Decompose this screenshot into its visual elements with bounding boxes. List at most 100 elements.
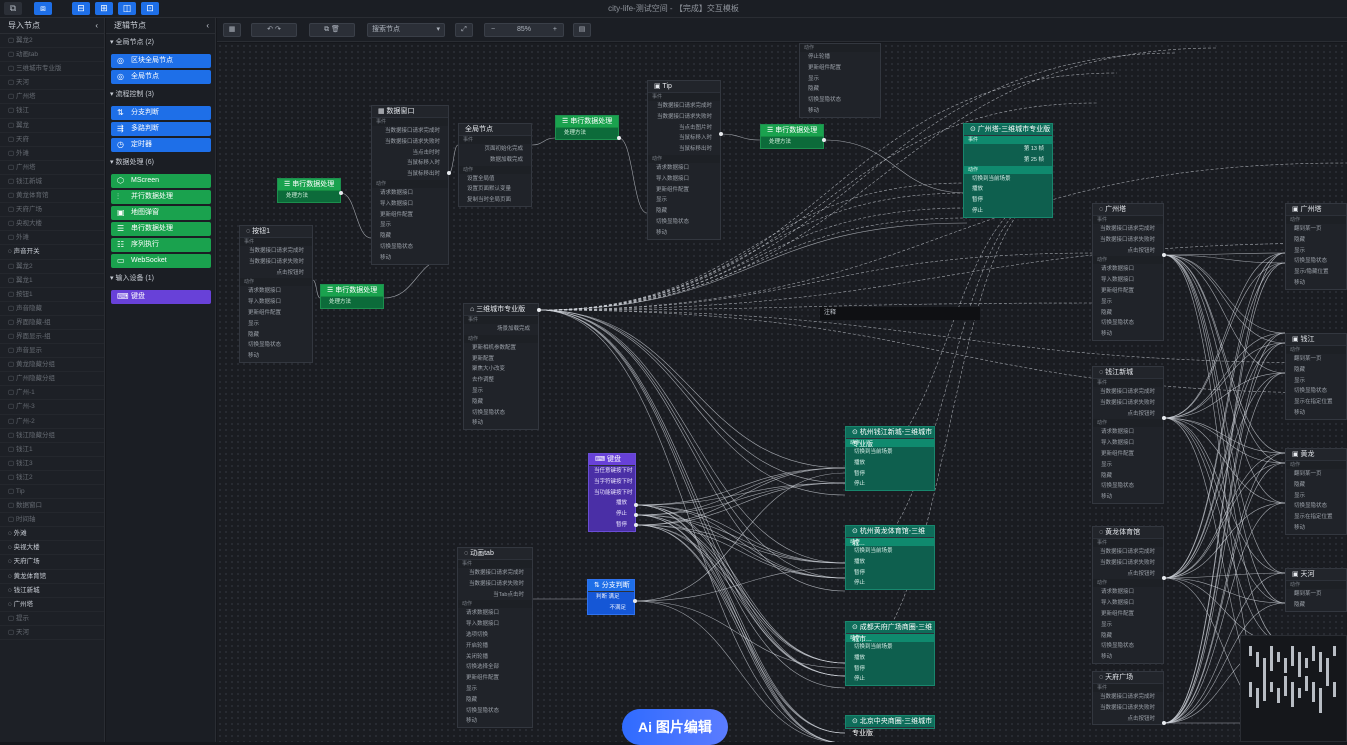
layer-item[interactable]: ◌ 央视大楼 bbox=[0, 541, 104, 556]
layer-item[interactable]: ▢ 钱江隐藏分组 bbox=[0, 429, 104, 443]
ai-edit-badge[interactable]: Ai 图片编辑 bbox=[622, 709, 728, 745]
layer-item[interactable]: ▢ 界面显示-组 bbox=[0, 330, 104, 345]
layer-item[interactable]: ▢ 翼龙 bbox=[0, 119, 104, 133]
layer-item[interactable]: ▢ 时间轴 bbox=[0, 513, 104, 528]
output-port[interactable] bbox=[634, 513, 638, 517]
layer-item[interactable]: ▢ 声音隐藏 bbox=[0, 302, 104, 316]
layer-item[interactable]: ▢ 数据窗口 bbox=[0, 499, 104, 514]
node-keyboard[interactable]: ⌨ 键盘当任意键按下时当字符键按下时当功能键按下时播放停止暂停 bbox=[588, 453, 636, 532]
node-cdtf_teal[interactable]: ⊙ 成都天府广场商圈-三维城市...动作切换到当前场景播放暂停停止 bbox=[845, 621, 935, 687]
output-port[interactable] bbox=[339, 191, 343, 195]
node-hzqj_teal[interactable]: ⊙ 杭州钱江新城-三维城市专业版动作切换到当前场景播放暂停停止 bbox=[845, 426, 935, 492]
node-hl_r[interactable]: ▣ 黄龙动作翻到某一页隐藏显示切换显隐状态显示在指定位置移动 bbox=[1285, 448, 1347, 535]
layer-item[interactable]: ▢ 钱江3 bbox=[0, 457, 104, 471]
layer-item[interactable]: ▢ 钱江 bbox=[0, 104, 104, 119]
collapse-icon[interactable]: ‹ bbox=[206, 21, 209, 30]
layer-item[interactable]: ▢ 广州塔 bbox=[0, 90, 104, 105]
panel-b-icon[interactable]: ⊞ bbox=[95, 2, 113, 15]
output-port[interactable] bbox=[1162, 416, 1166, 420]
node-qj_r[interactable]: ▣ 钱江动作翻到某一页隐藏显示切换显隐状态显示在指定位置移动 bbox=[1285, 333, 1347, 420]
layer-item[interactable]: ▢ 声音显示 bbox=[0, 344, 104, 359]
logic-canvas[interactable]: 注释 动作停止轮播更新组件配置显示隐藏切换显隐状态移动▦ 数据窗口事件当数据接口… bbox=[217, 43, 1347, 742]
layer-item[interactable]: ◌ 广州塔 bbox=[0, 598, 104, 612]
palette-item[interactable]: ⇶多路判断 bbox=[111, 122, 211, 136]
layer-item[interactable]: ▢ 天府广场 bbox=[0, 203, 104, 218]
palette-item[interactable]: ▭WebSocket bbox=[111, 254, 211, 268]
layer-item[interactable]: ▢ 外滩 bbox=[0, 147, 104, 161]
layer-item[interactable]: ▢ 按钮1 bbox=[0, 288, 104, 302]
output-port[interactable] bbox=[617, 136, 621, 140]
palette-section-title[interactable]: ▾ 全局节点 (2) bbox=[110, 39, 154, 46]
output-port[interactable] bbox=[719, 132, 723, 136]
layer-item[interactable]: ▢ 钱江新城 bbox=[0, 175, 104, 190]
comment-node[interactable]: 注释 bbox=[820, 307, 980, 320]
output-port[interactable] bbox=[1162, 721, 1166, 725]
layer-item[interactable]: ◌ 天府广场 bbox=[0, 555, 104, 570]
layer-item[interactable]: ▢ 翼龙1 bbox=[0, 274, 104, 288]
layer-item[interactable]: ◌ 声音开关 bbox=[0, 245, 104, 260]
layer-item[interactable]: ▢ 天府 bbox=[0, 133, 104, 147]
output-port[interactable] bbox=[633, 599, 637, 603]
fit-view-icon[interactable]: ⤢ bbox=[455, 23, 473, 37]
export-icon[interactable]: ▤ bbox=[573, 23, 591, 37]
node-hlty[interactable]: ◌ 黄龙体育馆事件当数据接口请求完成时当数据接口请求失败时点击按钮时动作请求数据… bbox=[1092, 526, 1164, 664]
node-serial1[interactable]: ☰ 串行数据处理处理方法 bbox=[277, 178, 341, 203]
node-global[interactable]: 全局节点事件页面初始化完成数据加载完成动作设置全局值设置页面默认变量复制当时全局… bbox=[458, 123, 532, 207]
node-gz_tower_teal[interactable]: ⊙ 广州塔-三维城市专业版事件第 13 帧第 25 帧动作切换到当前场景播放暂停… bbox=[963, 123, 1053, 218]
node-serial4[interactable]: ☰ 串行数据处理处理方法 bbox=[320, 284, 384, 309]
output-port[interactable] bbox=[1162, 253, 1166, 257]
node-city3d[interactable]: ⌂ 三维城市专业版事件场景加载完成动作更新相机参数配置更新配置聚焦大小改变去作调… bbox=[463, 303, 539, 431]
output-port[interactable] bbox=[447, 171, 451, 175]
node-th_r[interactable]: ▣ 天河动作翻到某一页隐藏 bbox=[1285, 568, 1347, 612]
layer-item[interactable]: ▢ 黄龙体育馆 bbox=[0, 189, 104, 204]
layer-item[interactable]: ▢ 黄龙隐藏分组 bbox=[0, 358, 104, 373]
palette-item[interactable]: ⇅分支判断 bbox=[111, 106, 211, 120]
node-gz_tower[interactable]: ◌ 广州塔事件当数据接口请求完成时当数据接口请求失败时点击按钮时动作请求数据接口… bbox=[1092, 203, 1164, 341]
layer-item[interactable]: ▢ 翼龙2 bbox=[0, 34, 104, 49]
collapse-icon[interactable]: ‹ bbox=[95, 21, 98, 30]
layer-item[interactable]: ▢ 翼龙2 bbox=[0, 260, 104, 274]
palette-item[interactable]: ◎全局节点 bbox=[111, 70, 211, 84]
palette-section-title[interactable]: ▾ 输入设备 (1) bbox=[110, 275, 154, 282]
layer-item[interactable]: ▢ Tip bbox=[0, 485, 104, 500]
layer-item[interactable]: ▢ 动画tab bbox=[0, 48, 104, 63]
copy-delete-buttons[interactable]: ⧉ 🗑 bbox=[309, 23, 355, 37]
layers-toggle-icon[interactable]: ⧉ bbox=[4, 2, 22, 15]
layer-item[interactable]: ▢ 天河 bbox=[0, 626, 104, 641]
panel-d-icon[interactable]: ⊡ bbox=[141, 2, 159, 15]
layer-item[interactable]: ▢ 广州-1 bbox=[0, 386, 104, 401]
layer-item[interactable]: ▢ 广州-2 bbox=[0, 415, 104, 429]
panel-c-icon[interactable]: ◫ bbox=[118, 2, 136, 15]
node-branch[interactable]: ⇅ 分支判断判断 满足不满足 bbox=[587, 579, 635, 615]
layer-item[interactable]: ▢ 三维城市专业版 bbox=[0, 62, 104, 77]
palette-section-title[interactable]: ▾ 数据处理 (6) bbox=[110, 159, 154, 166]
node-tfgc[interactable]: ◌ 天府广场事件当数据接口请求完成时当数据接口请求失败时点击按钮时 bbox=[1092, 671, 1164, 726]
output-port[interactable] bbox=[1162, 576, 1166, 580]
zoom-in-button[interactable]: + bbox=[552, 26, 557, 33]
layer-item[interactable]: ▢ 界面隐藏-组 bbox=[0, 316, 104, 330]
output-port[interactable] bbox=[634, 503, 638, 507]
layer-item[interactable]: ▢ 广州-3 bbox=[0, 400, 104, 415]
logic-toggle-icon[interactable]: ⧈ bbox=[34, 2, 52, 15]
palette-item[interactable]: ◷定时器 bbox=[111, 138, 211, 152]
node-search-select[interactable]: 搜索节点 ▾ bbox=[367, 23, 445, 37]
node-qjxc[interactable]: ◌ 钱江新城事件当数据接口请求完成时当数据接口请求失败时点击按钮时动作请求数据接… bbox=[1092, 366, 1164, 504]
layer-item[interactable]: ▢ 钱江1 bbox=[0, 443, 104, 457]
output-port[interactable] bbox=[634, 523, 638, 527]
palette-item[interactable]: ▣地图弹窗 bbox=[111, 206, 211, 220]
palette-item[interactable]: ◎区块全局节点 bbox=[111, 54, 211, 68]
palette-item[interactable]: ☷序列执行 bbox=[111, 238, 211, 252]
layer-item[interactable]: ▢ 提示 bbox=[0, 612, 104, 626]
panel-a-icon[interactable]: ⊟ bbox=[72, 2, 90, 15]
layer-item[interactable]: ◌ 外滩 bbox=[0, 527, 104, 542]
palette-item[interactable]: ⬡MScreen bbox=[111, 174, 211, 188]
node-gz_tower_r[interactable]: ▣ 广州塔动作翻到某一页隐藏显示切换显隐状态显示/隐藏位置移动 bbox=[1285, 203, 1347, 290]
palette-item[interactable]: ⫶并行数据处理 bbox=[111, 190, 211, 204]
layer-item[interactable]: ▢ 天河 bbox=[0, 76, 104, 91]
node-top_partial[interactable]: 动作停止轮播更新组件配置显示隐藏切换显隐状态移动 bbox=[799, 43, 881, 118]
undo-redo-buttons[interactable]: ↶ ↷ bbox=[251, 23, 297, 37]
layer-item[interactable]: ▢ 外滩 bbox=[0, 231, 104, 246]
